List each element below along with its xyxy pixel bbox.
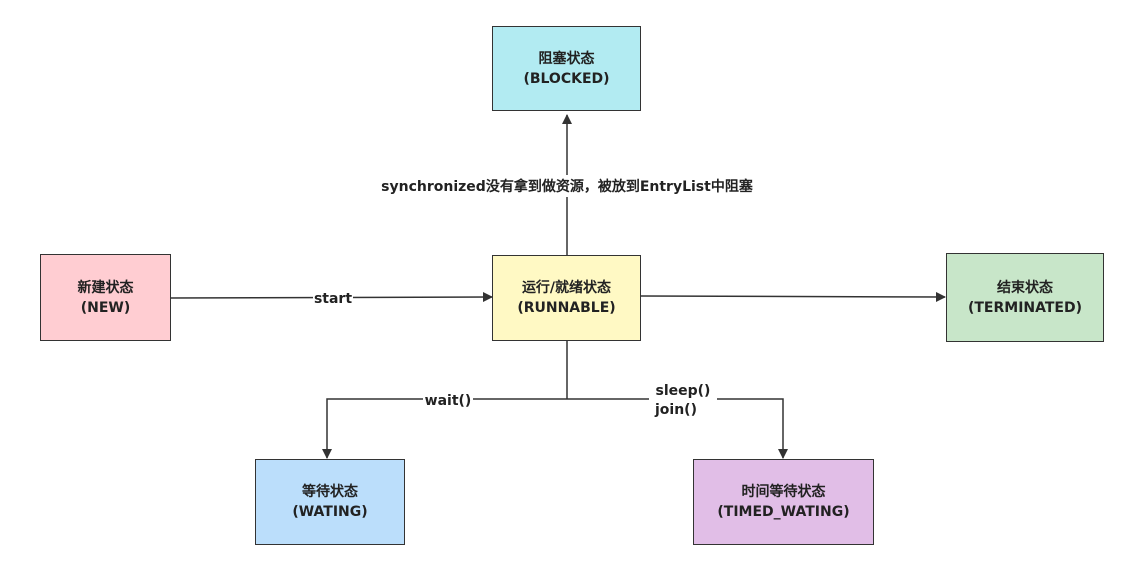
node-waiting-subtitle: (WATING): [292, 504, 368, 520]
node-runnable: 运行/就绪状态 (RUNNABLE): [492, 255, 641, 341]
edge-label-start: start: [314, 291, 352, 307]
edge-label-blocked: synchronized没有拿到做资源，被放到EntryList中阻塞: [381, 178, 754, 195]
edge-runnable-to-waiting: [322, 398, 567, 459]
node-runnable-title: 运行/就绪状态: [521, 280, 612, 296]
node-new-title: 新建状态: [77, 279, 134, 296]
node-blocked-subtitle: (BLOCKED): [523, 70, 610, 87]
node-timed-title: 时间等待状态: [741, 484, 826, 500]
edge-runnable-to-terminated: [640, 291, 946, 302]
node-waiting-title: 等待状态: [302, 484, 358, 500]
node-timed-subtitle: (TIMED_WATING): [717, 504, 850, 520]
node-new: 新建状态 (NEW): [40, 254, 171, 341]
node-timed-waiting: 时间等待状态 (TIMED_WATING): [693, 459, 874, 545]
edge-label-sleep: sleep(): [656, 383, 711, 399]
node-blocked: 阻塞状态 (BLOCKED): [492, 26, 641, 111]
node-blocked-title: 阻塞状态: [538, 50, 595, 67]
node-terminated: 结束状态 (TERMINATED): [946, 253, 1104, 342]
node-terminated-title: 结束状态: [997, 279, 1053, 296]
node-terminated-subtitle: (TERMINATED): [967, 299, 1083, 316]
edge-label-wait: wait(): [425, 393, 472, 409]
node-runnable-subtitle: (RUNNABLE): [517, 300, 616, 316]
edge-runnable-to-timed: [567, 398, 788, 459]
node-waiting: 等待状态 (WATING): [255, 459, 405, 545]
node-new-subtitle: (NEW): [80, 299, 131, 316]
edge-label-join: join(): [654, 402, 697, 418]
